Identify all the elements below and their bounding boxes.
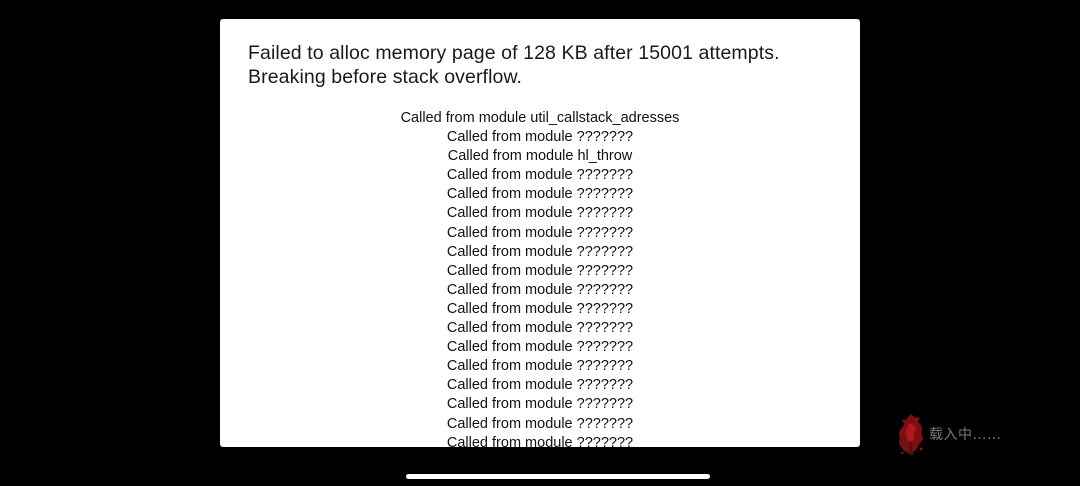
- stack-line: Called from module ???????: [446, 262, 634, 279]
- loading-text: 载入中……: [929, 427, 1002, 443]
- error-title: Failed to alloc memory page of 128 KB af…: [248, 41, 838, 89]
- stack-line: Called from module ???????: [446, 339, 634, 356]
- stack-line: Called from module ???????: [446, 434, 634, 447]
- stack-line: Called from module ???????: [446, 281, 634, 298]
- stack-line: Called from module ???????: [446, 224, 634, 241]
- loading-indicator: 载入中……: [897, 410, 1002, 458]
- home-indicator-bar[interactable]: [406, 474, 710, 479]
- red-splash-logo-icon: [898, 414, 923, 455]
- error-title-line-1: Failed to alloc memory page of 128 KB af…: [248, 42, 780, 64]
- stack-line: Called from module ???????: [446, 358, 634, 375]
- call-stack-list: Called from module util_callstack_adress…: [220, 109, 860, 447]
- stack-line: Called from module ???????: [446, 415, 634, 432]
- stack-line: Called from module ???????: [446, 205, 634, 222]
- stack-line: Called from module ???????: [446, 167, 634, 184]
- error-title-line-2: Breaking before stack overflow.: [248, 66, 523, 88]
- stack-line: Called from module util_callstack_adress…: [400, 110, 680, 126]
- stack-line: Called from module ???????: [446, 396, 634, 413]
- stack-line: Called from module ???????: [446, 300, 634, 317]
- stack-line: Called from module ???????: [446, 129, 634, 146]
- error-dialog: Failed to alloc memory page of 128 KB af…: [220, 19, 860, 447]
- stack-line: Called from module ???????: [446, 320, 634, 337]
- stack-line: Called from module hl_throw: [447, 148, 633, 165]
- stack-line: Called from module ???????: [446, 377, 634, 394]
- stack-line: Called from module ???????: [446, 243, 634, 260]
- stack-line: Called from module ???????: [446, 186, 634, 203]
